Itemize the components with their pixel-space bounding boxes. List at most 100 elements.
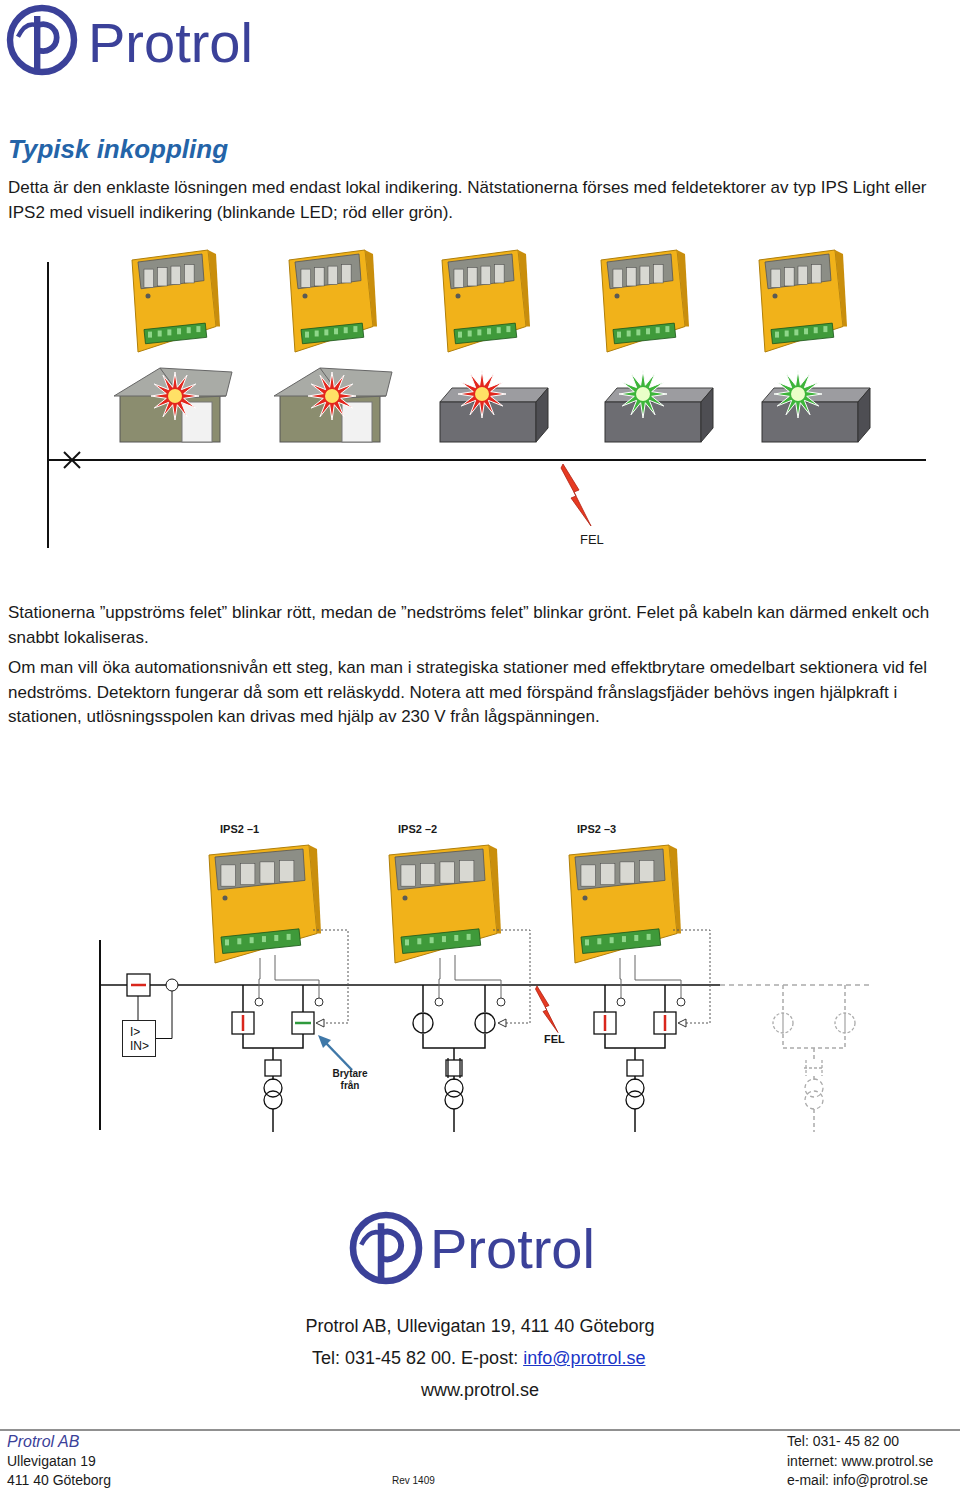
body-text: Om man vill öka automationsnivån ett ste… — [8, 656, 953, 730]
transformer-symbol — [445, 1091, 463, 1109]
ips-detector — [209, 845, 321, 963]
fault-bolt — [561, 464, 591, 526]
transformer-symbol — [805, 1091, 823, 1109]
sensor-wire — [275, 955, 276, 980]
substation-box — [605, 388, 713, 442]
breaker-mark — [64, 452, 80, 468]
diagram-label: info@protrol.se — [523, 1345, 645, 1371]
breaker-state — [604, 1015, 607, 1031]
wire — [447, 1058, 448, 1078]
body-text: Detta är den enklaste lösningen med enda… — [8, 176, 953, 225]
breaker-state — [295, 1022, 311, 1025]
busbar — [99, 940, 101, 1130]
footer-text: internet: www.protrol.se — [787, 1453, 933, 1470]
sensor-wire — [440, 958, 441, 979]
diagram-label: Tel: 031-45 82 00. E-post: — [312, 1345, 518, 1371]
ips-detector — [601, 250, 689, 352]
breaker-mark — [64, 452, 80, 468]
blinking-led — [308, 372, 356, 420]
sensor-wire — [439, 988, 440, 998]
sensor-wire — [455, 955, 456, 980]
wire — [242, 985, 244, 1012]
disconnector-blade — [844, 1013, 845, 1033]
wire — [243, 1034, 303, 1048]
breaker-symbol — [594, 1012, 616, 1034]
wire — [604, 985, 606, 1012]
sensor-wire — [635, 980, 681, 988]
diagram-label: IPS2 –2 — [398, 822, 437, 838]
diagram-label: FEL — [544, 1032, 565, 1048]
cable — [100, 984, 720, 986]
breaker-symbol — [654, 1012, 676, 1034]
footer-text: Protrol AB — [7, 1432, 79, 1451]
logo-text: Protrol — [88, 2, 253, 83]
trip-wire — [673, 930, 710, 1023]
body-text: Stationerna ”uppströms felet” blinkar rö… — [8, 601, 953, 650]
disconnector-symbol — [413, 1013, 433, 1033]
substation-box — [762, 388, 870, 442]
sensor-wire — [501, 988, 502, 998]
blinking-led — [458, 370, 506, 418]
sensor-wire — [681, 988, 682, 998]
breaker-state — [242, 1015, 245, 1031]
blinking-led — [151, 372, 199, 420]
sensor-wire — [620, 958, 621, 979]
sensor-wire — [275, 980, 319, 988]
sensor-wire — [259, 988, 260, 998]
footer-text: Rev 1409 — [392, 1475, 435, 1487]
transformer-symbol — [626, 1091, 644, 1109]
relay-box: I>IN> — [122, 1020, 156, 1057]
breaker-state — [131, 984, 146, 987]
cable — [48, 459, 926, 461]
diagram-label: IPS2 –1 — [220, 822, 259, 838]
wire — [783, 1034, 845, 1048]
diagram-label: Protrol AB, Ullevigatan 19, 411 40 Göteb… — [0, 1313, 960, 1339]
footer-text: Tel: 031- 45 82 00 — [787, 1433, 899, 1450]
wire — [634, 1109, 636, 1132]
callout-arrow — [325, 1042, 352, 1070]
wire — [813, 1048, 815, 1060]
footer-text: 411 40 Göteborg — [7, 1472, 111, 1489]
wire — [423, 1034, 485, 1048]
trip-wire — [313, 930, 348, 1023]
ips-detector — [759, 250, 847, 352]
diagram-label: www.protrol.se — [0, 1377, 960, 1403]
substation-house — [274, 368, 392, 442]
blinking-led — [774, 370, 822, 418]
logo-symbol — [10, 8, 74, 72]
trip-wire — [493, 930, 530, 1023]
substation-house — [114, 368, 232, 442]
wire — [782, 985, 784, 1012]
wire — [272, 1048, 274, 1060]
footer-text: e-mail: info@protrol.se — [787, 1472, 928, 1489]
ct-wire — [156, 991, 172, 1039]
ips-detector — [442, 250, 530, 352]
wire — [813, 1109, 815, 1132]
disconnector-symbol — [835, 1013, 855, 1033]
cable-future — [720, 984, 872, 986]
breaker-state — [664, 1015, 667, 1031]
disconnector-blade — [782, 1013, 783, 1033]
disconnector-blade — [422, 1013, 423, 1033]
wire — [459, 1058, 460, 1078]
disconnector-symbol — [773, 1013, 793, 1033]
breaker-symbol — [292, 1012, 314, 1034]
trip-wire — [138, 996, 139, 1020]
logo-text: Protrol — [430, 1208, 595, 1289]
sensor-wire — [439, 979, 440, 988]
logo-symbol — [353, 1215, 419, 1281]
breaker-symbol — [232, 1012, 254, 1034]
fault-bolt — [536, 986, 559, 1033]
sensor-wire — [620, 979, 621, 988]
footer-text: Ullevigatan 19 — [7, 1453, 96, 1470]
wire — [453, 1048, 455, 1060]
page-title: Typisk inkoppling — [8, 131, 228, 169]
diagram-label: Brytare från — [328, 1068, 372, 1091]
ips-detector — [569, 845, 681, 963]
sensor-wire — [319, 988, 320, 998]
wire — [804, 1067, 824, 1068]
sensor-wire — [455, 980, 501, 988]
wire — [664, 985, 666, 1012]
diagram-label: IPS2 –3 — [577, 822, 616, 838]
blinking-led — [619, 370, 667, 418]
